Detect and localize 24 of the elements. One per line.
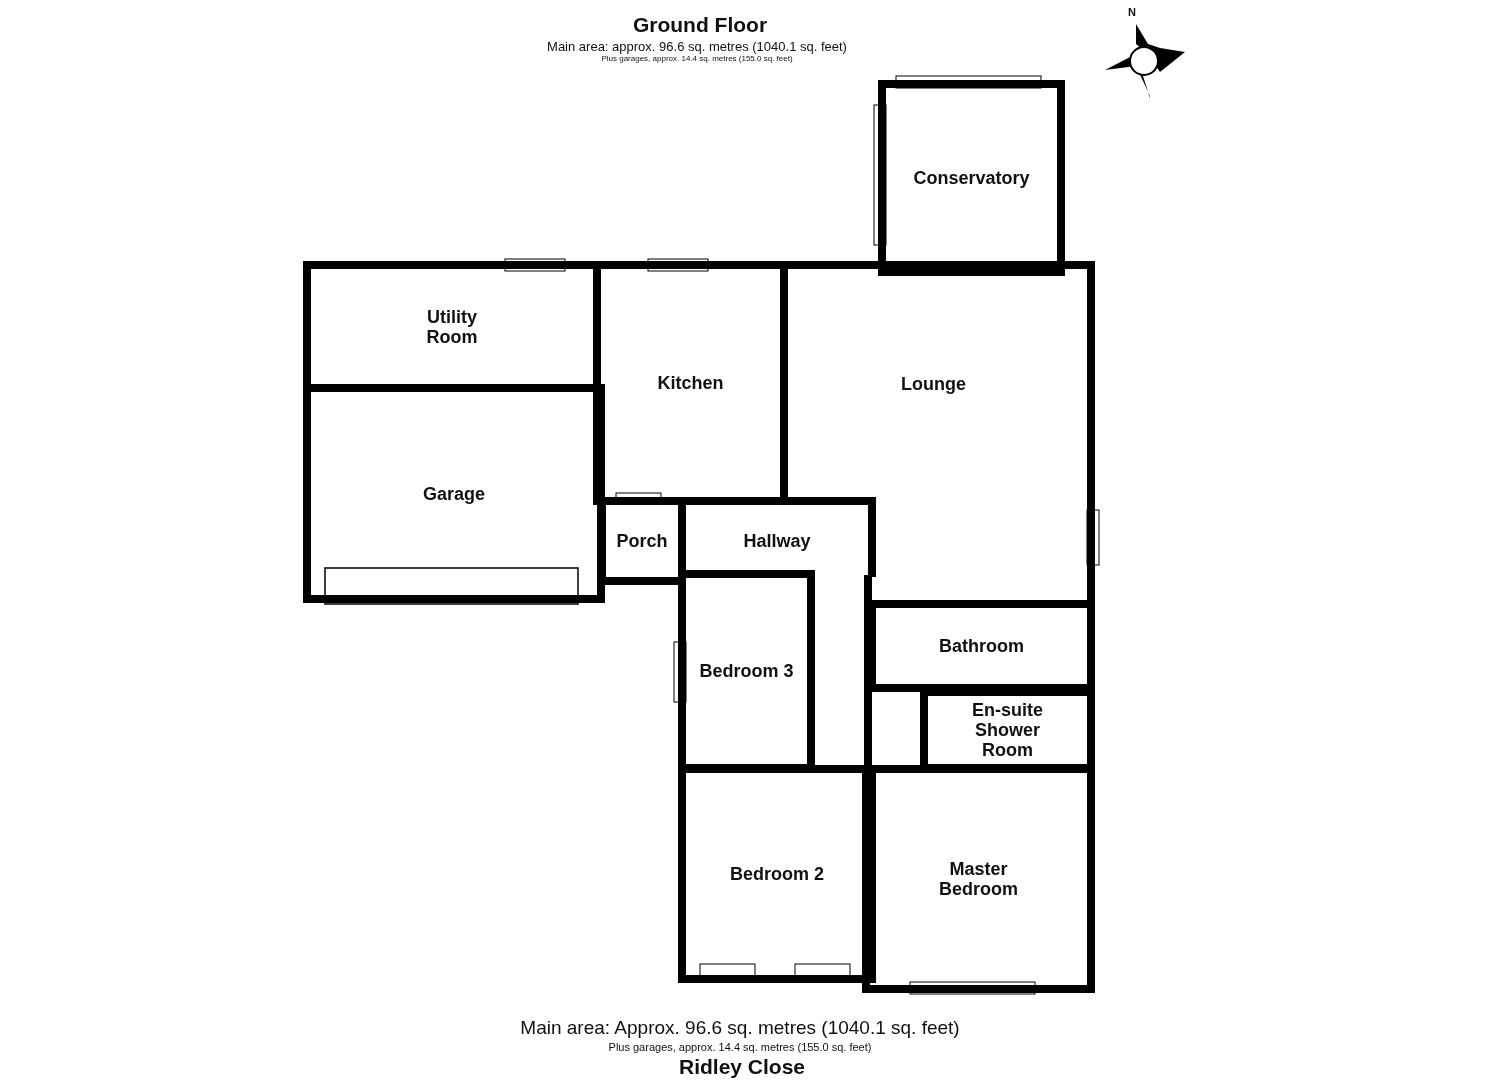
room-label: Porch	[616, 531, 668, 551]
room-label: Bathroom	[939, 636, 1024, 656]
room-label: Master Bedroom	[938, 859, 1019, 899]
room-label: Bedroom 2	[730, 864, 824, 884]
area-note: Plus garages, approx. 14.4 sq. metres (155.0 sq. feet)	[601, 54, 793, 63]
compass-letter: N	[1128, 6, 1136, 18]
room	[878, 80, 1065, 276]
room-label: Lounge	[901, 373, 966, 394]
room	[862, 765, 1095, 993]
address-text: Ridley Close	[679, 1055, 805, 1079]
room	[303, 384, 605, 603]
area-note: Main area: Approx. 96.6 sq. metres (1040.1 sq. feet)	[520, 1017, 960, 1039]
room	[593, 261, 788, 505]
room-label: Utility Room	[425, 306, 479, 347]
room-label: Garage	[422, 483, 485, 504]
room	[678, 765, 876, 983]
plan-title: Ground Floor	[632, 13, 768, 37]
room-label: En-suite Shower Room	[971, 700, 1044, 760]
room-label: Kitchen	[657, 373, 724, 393]
room-label: Hallway	[743, 531, 811, 551]
room-label: Bedroom 3	[699, 661, 794, 681]
area-note: Main area: approx. 96.6 sq. metres (1040.1 sq. feet)	[547, 39, 847, 54]
room-label: Conservatory	[913, 168, 1030, 188]
area-note: Plus garages, approx. 14.4 sq. metres (155.0 sq. feet)	[608, 1041, 872, 1053]
